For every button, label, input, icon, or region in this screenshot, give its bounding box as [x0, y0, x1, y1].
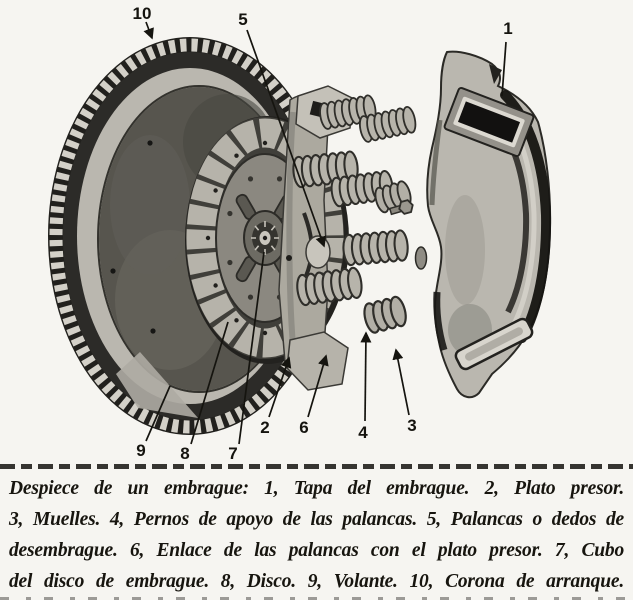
- part-label-6: 6: [299, 418, 308, 437]
- flywheel-hole: [110, 268, 116, 274]
- leader-lines: [143, 21, 507, 445]
- figure-caption: Despiece de un embrague: 1, Tapa del emb…: [0, 464, 633, 597]
- clutch-diagram-svg: 10 5 1 9 8 7 2 6 4 3: [48, 4, 552, 462]
- part-label-3: 3: [407, 416, 416, 435]
- leader-line-4: [360, 331, 372, 422]
- flywheel-hole: [147, 140, 153, 146]
- leader-line-2: [268, 356, 292, 418]
- friction-segments: [186, 118, 344, 358]
- leader-line-5: [246, 29, 327, 248]
- leader-line-1: [501, 41, 507, 97]
- exploded-clutch-figure: 10 5 1 9 8 7 2 6 4 3: [48, 4, 552, 462]
- cover-window-upper: [443, 87, 535, 157]
- spring-tip: [414, 246, 428, 270]
- clutch-cover: [426, 50, 552, 399]
- part-label-8: 8: [180, 444, 189, 462]
- leader-line-9: [145, 385, 171, 442]
- cover-slot-lower: [454, 317, 534, 371]
- caption-line: 3, Muelles. 4, Pernos de apoyo de las pa…: [9, 509, 624, 530]
- pivot-bolt: [388, 199, 414, 216]
- flywheel-hole: [150, 328, 156, 334]
- part-label-9: 9: [136, 441, 145, 460]
- part-label-2: 2: [260, 418, 269, 437]
- part-labels: 10 5 1 9 8 7 2 6 4 3: [133, 4, 513, 462]
- part-label-5: 5: [238, 10, 247, 29]
- leader-line-8: [190, 321, 229, 445]
- flywheel-face-glare: [116, 352, 198, 418]
- part-label-4: 4: [358, 423, 368, 442]
- part-label-10: 10: [133, 4, 152, 23]
- part-label-1: 1: [503, 19, 512, 38]
- leader-line-7: [238, 251, 265, 445]
- photo-edge-artifact: [0, 464, 633, 469]
- part-label-7: 7: [228, 444, 237, 462]
- photo-edge-artifact-bottom: [0, 597, 633, 600]
- leader-line-3: [392, 348, 410, 416]
- leader-line-6: [307, 354, 329, 418]
- caption-line: desembrague. 6, Enlace de las palancas c…: [9, 540, 624, 561]
- caption-line: del disco de embrague. 8, Disco. 9, Vola…: [9, 571, 624, 592]
- disc-hub: [243, 210, 287, 266]
- caption-line: Despiece de un embrague: 1, Tapa del emb…: [9, 478, 624, 499]
- hub-splines: [251, 221, 279, 255]
- leader-line-10: [143, 21, 154, 40]
- clutch-springs: [290, 93, 428, 336]
- release-lever-finger: [305, 235, 331, 269]
